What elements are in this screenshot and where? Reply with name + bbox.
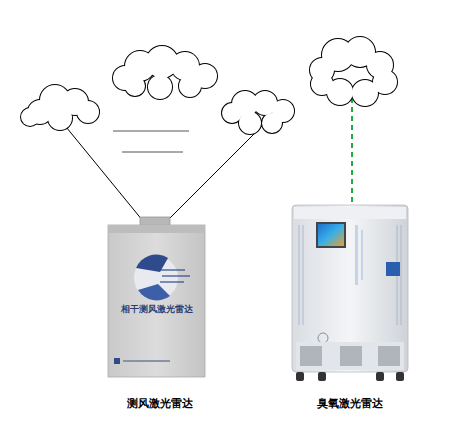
- cloud: [21, 85, 99, 130]
- wind-line: [113, 131, 189, 152]
- wind-lidar-device: [108, 217, 205, 377]
- caption-label: 测风激光雷达: [127, 396, 193, 411]
- laser-beam: [351, 98, 353, 206]
- device-label: 相干测风激光雷达: [121, 303, 193, 316]
- ozone-lidar-device: [292, 205, 408, 381]
- caption-label: 臭氧激光雷达: [317, 396, 383, 411]
- cloud: [222, 91, 294, 134]
- laser-beam: [62, 122, 262, 221]
- cloud: [310, 37, 397, 106]
- cloud: [113, 46, 217, 99]
